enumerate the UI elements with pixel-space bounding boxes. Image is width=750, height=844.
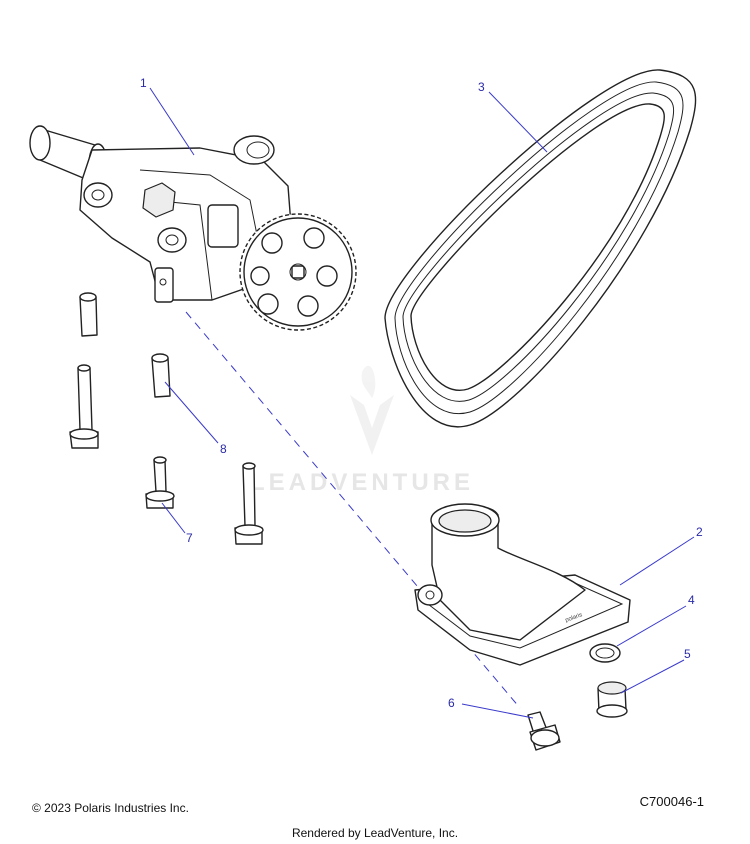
drain-plug (596, 681, 628, 718)
copyright-text: © 2023 Polaris Industries Inc. (32, 801, 189, 815)
leader-line-6 (461, 703, 534, 719)
leader-line-2 (619, 536, 695, 586)
figure-id: C700046-1 (639, 794, 704, 809)
alignment-dashed-line (185, 311, 521, 709)
oil-strainer: polaris (414, 503, 631, 666)
leader-line-4 (616, 605, 687, 647)
drive-belt (384, 69, 697, 428)
watermark-logo (350, 365, 394, 455)
callout-2: 2 (696, 525, 703, 539)
callout-7: 7 (186, 531, 193, 545)
washer (589, 643, 621, 663)
rendered-by-text: Rendered by LeadVenture, Inc. (291, 826, 459, 840)
callout-4: 4 (688, 593, 695, 607)
callout-8: 8 (220, 442, 227, 456)
watermark-text: LEADVENTURE (250, 469, 474, 496)
oil-pump (29, 125, 357, 331)
callout-1: 1 (140, 76, 147, 90)
part-stamp: polaris (565, 612, 584, 624)
leader-line-5 (620, 659, 685, 694)
callout-5: 5 (684, 647, 691, 661)
leader-line-7 (161, 502, 186, 534)
callout-6: 6 (448, 696, 455, 710)
leader-line-3 (488, 91, 548, 153)
callout-3: 3 (478, 80, 485, 94)
leader-line-1 (149, 87, 195, 156)
dowel-pin (79, 292, 171, 398)
pump-bolt (69, 364, 264, 545)
leader-line-8 (164, 381, 219, 444)
